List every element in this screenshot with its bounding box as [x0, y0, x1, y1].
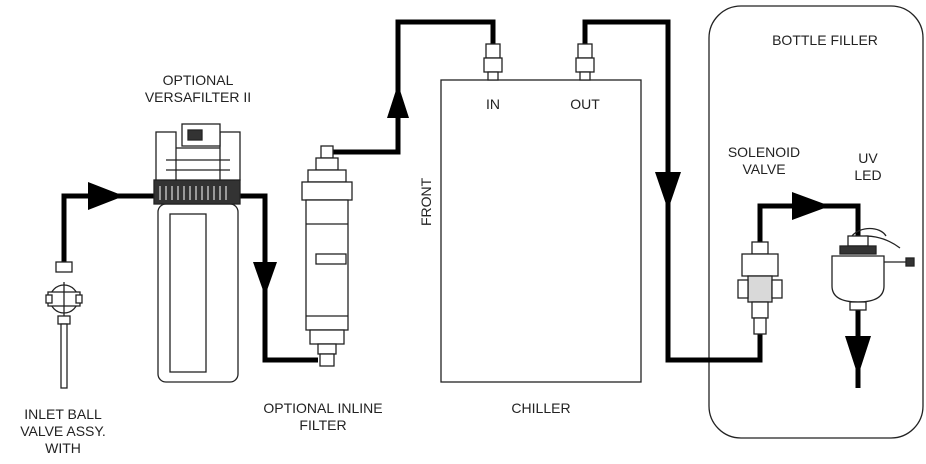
inlet-label-line3: WITH	[45, 440, 81, 456]
uv-led-label: UV LED	[848, 150, 888, 184]
chiller-in-fitting	[485, 43, 501, 59]
flow-arrow-to-uv	[792, 192, 830, 220]
chiller-box	[440, 79, 642, 383]
bottle-filler-label: BOTTLE FILLER	[772, 32, 878, 48]
solenoid-valve-label: SOLENOID VALVE	[722, 144, 806, 178]
flow-arrow-chiller-out-down	[655, 172, 681, 210]
uv-label-line2: LED	[854, 167, 882, 183]
inline-to-chiller-line	[331, 19, 496, 155]
flow-arrow-filter-down	[253, 262, 277, 296]
versafilter-label-line2: VERSAFILTER II	[144, 89, 252, 105]
inline-filter-label-line1: OPTIONAL INLINE	[263, 400, 383, 416]
versafilter-label-line1: OPTIONAL	[162, 72, 234, 88]
flow-arrow-outlet-down	[845, 336, 871, 376]
bottle-filler-enclosure	[708, 5, 924, 439]
chiller-fittings	[483, 43, 595, 81]
inline-filter-icon	[301, 145, 353, 367]
uv-led-icon	[831, 227, 915, 311]
chiller-in-label: IN	[486, 96, 500, 112]
solenoid-label-line1: SOLENOID	[727, 144, 801, 160]
uv-label-line1: UV	[858, 150, 878, 166]
inlet-ball-valve-icon	[45, 261, 83, 389]
inlet-label-line2: VALVE ASSY.	[20, 423, 106, 439]
front-label: FRONT	[418, 177, 434, 226]
chiller-out-fitting	[577, 43, 593, 59]
versafilter-icon	[153, 123, 241, 383]
flow-arrow-up-to-chiller	[387, 84, 409, 118]
inlet-line	[61, 193, 166, 266]
inline-filter-label-line2: FILTER	[299, 417, 347, 433]
inline-filter-label: OPTIONAL INLINE FILTER	[238, 400, 408, 434]
versafilter-label: OPTIONAL VERSAFILTER II	[140, 72, 256, 106]
chiller-out-label: OUT	[570, 96, 600, 112]
inlet-label-line1: INLET BALL	[24, 406, 102, 422]
solenoid-valve-icon	[737, 241, 783, 335]
flow-arrow-inlet	[88, 182, 124, 210]
chiller-label: CHILLER	[511, 400, 571, 416]
inlet-valve-label: INLET BALL VALVE ASSY. WITH	[8, 406, 118, 457]
solenoid-label-line2: VALVE	[742, 161, 786, 177]
flow-arrows	[88, 84, 871, 376]
